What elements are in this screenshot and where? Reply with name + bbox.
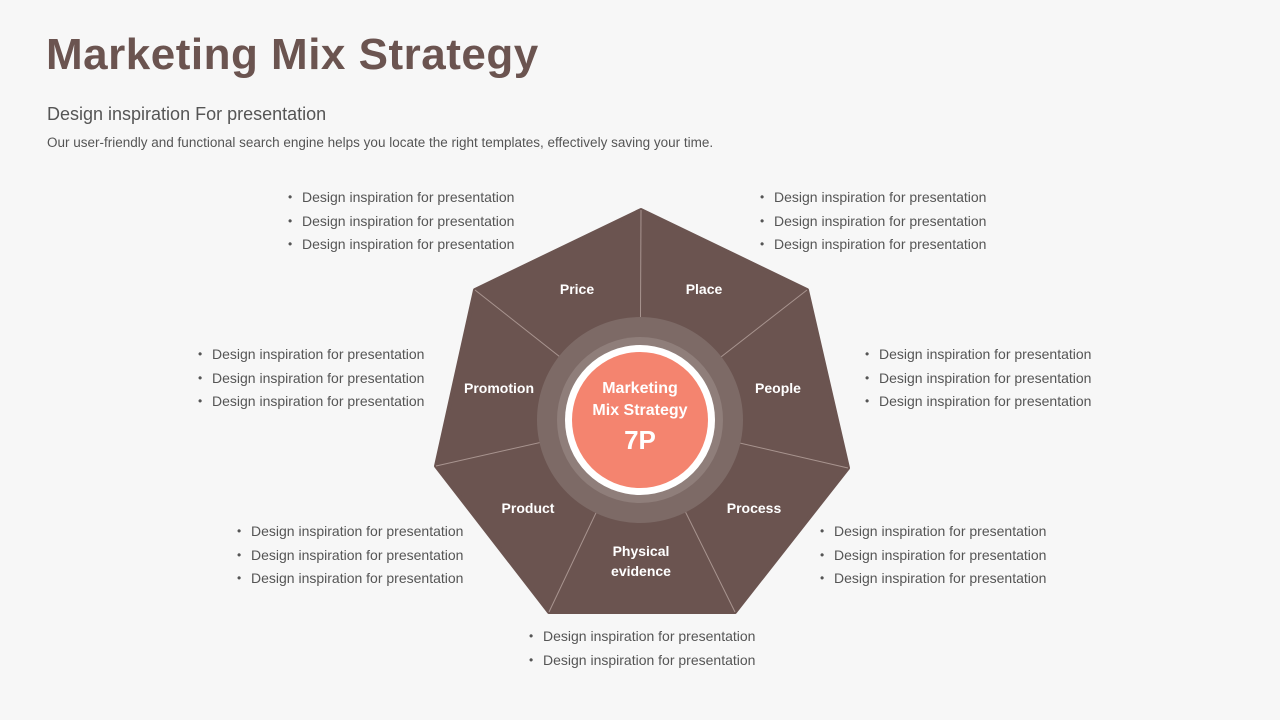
segment-label-promotion: Promotion	[464, 380, 534, 396]
list-item: Design inspiration for presentation	[198, 343, 424, 367]
list-item: Design inspiration for presentation	[237, 544, 463, 568]
list-item: Design inspiration for presentation	[865, 390, 1091, 414]
center-circle	[572, 352, 708, 488]
bullet-list-place: Design inspiration for presentation Desi…	[760, 186, 986, 257]
list-item: Design inspiration for presentation	[760, 233, 986, 257]
segment-label-people: People	[755, 380, 801, 396]
list-item: Design inspiration for presentation	[288, 233, 514, 257]
center-line-1: Marketing	[602, 380, 678, 397]
list-item: Design inspiration for presentation	[288, 186, 514, 210]
page-subtitle: Design inspiration For presentation	[47, 104, 327, 124]
list-item: Design inspiration for presentation	[820, 520, 1046, 544]
list-item: Design inspiration for presentation	[529, 625, 755, 649]
list-item: Design inspiration for presentation	[865, 367, 1091, 391]
list-item: Design inspiration for presentation	[760, 210, 986, 234]
list-item: Design inspiration for presentation	[198, 390, 424, 414]
segment-label-process: Process	[726, 500, 782, 516]
segment-label-physical-evidence: Physical evidence	[611, 541, 671, 581]
list-item: Design inspiration for presentation	[865, 343, 1091, 367]
list-item: Design inspiration for presentation	[237, 520, 463, 544]
list-item: Design inspiration for presentation	[288, 210, 514, 234]
bullet-list-process: Design inspiration for presentation Desi…	[820, 520, 1046, 591]
list-item: Design inspiration for presentation	[760, 186, 986, 210]
center-line-3: 7P	[624, 425, 656, 455]
list-item: Design inspiration for presentation	[198, 367, 424, 391]
bullet-list-promotion: Design inspiration for presentation Desi…	[198, 343, 424, 414]
segment-label-place: Place	[685, 281, 723, 297]
segment-label-physical-line1: Physical	[612, 543, 670, 559]
page-description: Our user-friendly and functional search …	[47, 135, 714, 150]
bullet-list-product: Design inspiration for presentation Desi…	[237, 520, 463, 591]
segment-label-physical-line2: evidence	[611, 563, 671, 579]
center-line-2: Mix Strategy	[592, 402, 688, 419]
segment-label-price: Price	[559, 281, 595, 297]
page-title: Marketing Mix Strategy	[46, 30, 539, 79]
list-item: Design inspiration for presentation	[820, 544, 1046, 568]
center-label: Marketing Mix Strategy 7P	[592, 378, 687, 458]
list-item: Design inspiration for presentation	[529, 649, 755, 673]
bullet-list-physical-evidence: Design inspiration for presentation Desi…	[529, 625, 755, 672]
segment-label-product: Product	[501, 500, 555, 516]
bullet-list-price: Design inspiration for presentation Desi…	[288, 186, 514, 257]
list-item: Design inspiration for presentation	[820, 567, 1046, 591]
list-item: Design inspiration for presentation	[237, 567, 463, 591]
bullet-list-people: Design inspiration for presentation Desi…	[865, 343, 1091, 414]
